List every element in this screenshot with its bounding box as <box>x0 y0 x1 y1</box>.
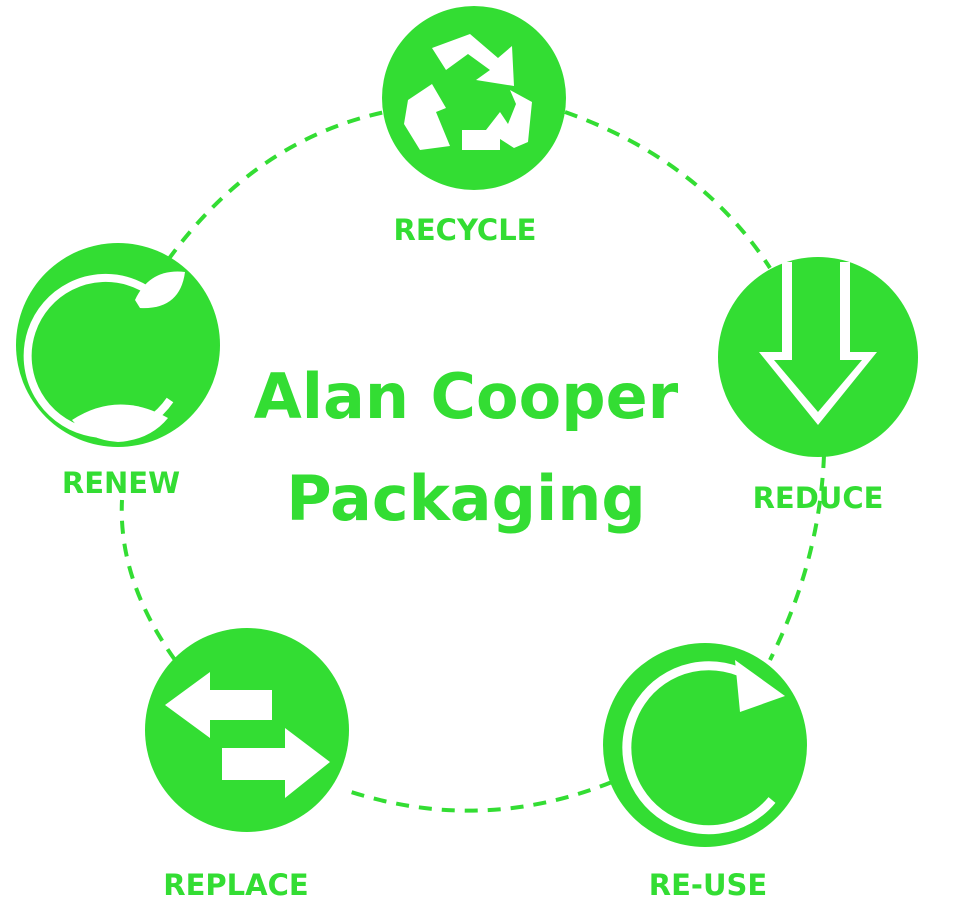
node-replace: REPLACE <box>145 628 349 902</box>
leaf-cycle-icon <box>23 271 185 442</box>
center-title: Alan Cooper Packaging <box>254 360 679 535</box>
title-line-1: Alan Cooper <box>254 360 679 433</box>
replace-circle <box>145 628 349 832</box>
recycle-icon <box>404 34 532 150</box>
swap-arrows-icon <box>165 672 330 798</box>
recycle-circle <box>382 6 566 190</box>
connector-reduce-reuse <box>768 454 826 661</box>
node-label: REDUCE <box>753 481 884 515</box>
node-label: RENEW <box>62 466 180 500</box>
node-label: RECYCLE <box>394 213 537 247</box>
node-recycle: RECYCLE <box>382 6 566 247</box>
down-arrow-icon <box>759 262 877 425</box>
connector-recycle-reduce <box>564 110 772 270</box>
circular-arrow-icon <box>622 660 785 835</box>
title-line-2: Packaging <box>286 462 646 535</box>
node-reduce: REDUCE <box>718 257 918 515</box>
cycle-ring <box>119 110 826 813</box>
connector-renew-recycle <box>166 110 386 262</box>
node-reuse: RE-USE <box>603 643 807 902</box>
node-label: REPLACE <box>163 868 308 902</box>
node-label: RE-USE <box>649 868 767 902</box>
node-renew: RENEW <box>16 243 220 500</box>
connector-replace-renew <box>119 499 177 662</box>
reuse-circle <box>603 643 807 847</box>
connector-reuse-replace <box>344 780 613 813</box>
